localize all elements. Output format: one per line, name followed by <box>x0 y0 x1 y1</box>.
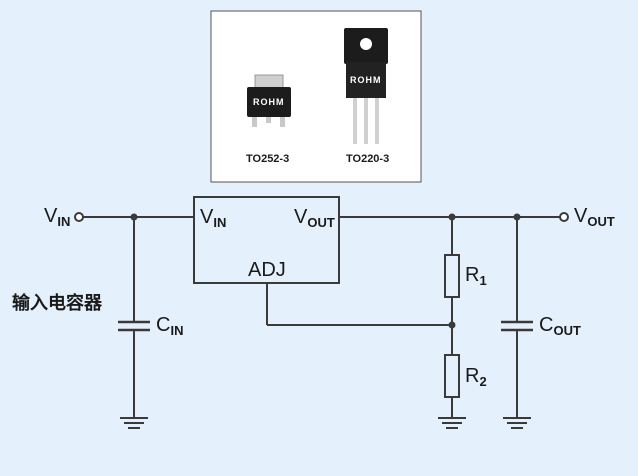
ic-vin-pin-label: VIN <box>200 206 227 230</box>
wires <box>83 216 560 418</box>
cin-label: CIN <box>156 314 184 338</box>
input-capacitor-note: 输入电容器 <box>12 293 102 314</box>
regulator-ic-box <box>193 196 340 284</box>
ground-symbol-cin <box>120 417 148 429</box>
r2-label: R2 <box>465 365 487 389</box>
vout-terminal <box>559 212 569 222</box>
to220-brand-logo: ROHM <box>350 75 382 85</box>
r1-resistor-symbol <box>444 254 460 298</box>
ic-vout-pin-label: VOUT <box>294 206 335 230</box>
ic-adj-pin-label: ADJ <box>248 259 286 281</box>
to220-label: TO220-3 <box>346 153 390 165</box>
vout-output-label: VOUT <box>574 205 615 229</box>
to220-package-image <box>344 28 388 144</box>
to252-package-image <box>247 74 291 127</box>
cout-capacitor-symbol <box>501 320 533 332</box>
ground-symbol-r2 <box>438 417 466 429</box>
package-inset-frame <box>210 10 422 183</box>
to252-label: TO252-3 <box>246 153 290 165</box>
r1-label: R1 <box>465 264 487 288</box>
junction-dots <box>130 213 521 329</box>
cout-label: COUT <box>539 314 581 338</box>
cin-capacitor-symbol <box>118 320 150 332</box>
vin-terminal <box>74 212 84 222</box>
ground-symbol-cout <box>503 417 531 429</box>
to252-brand-logo: ROHM <box>253 97 285 107</box>
vin-input-label: VIN <box>44 205 71 229</box>
r2-resistor-symbol <box>444 354 460 398</box>
